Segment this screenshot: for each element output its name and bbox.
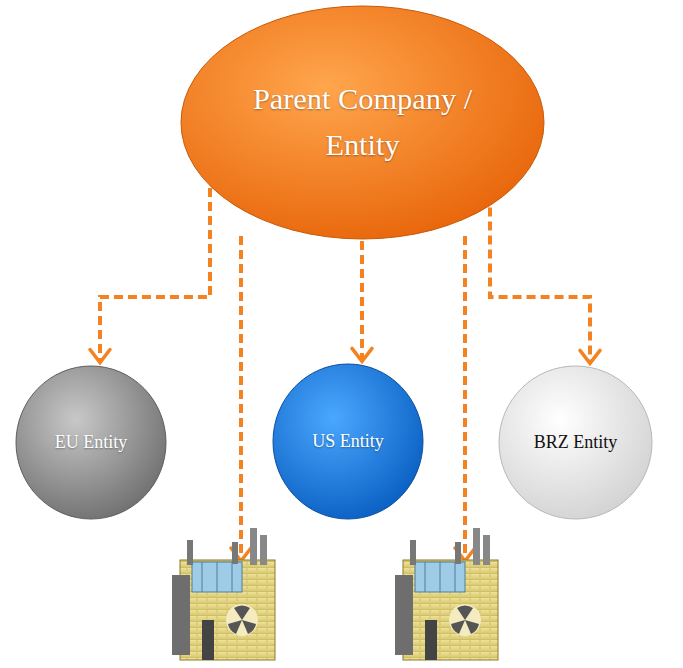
parent-ellipse: Parent Company / Entity: [180, 5, 545, 240]
dashed-connector: [90, 188, 210, 363]
node-label: Parent Company / Entity: [238, 77, 488, 168]
node-label: US Entity: [312, 428, 384, 455]
entity-circle: US Entity: [272, 363, 424, 520]
factory-icon: [172, 528, 275, 660]
ellipse-outline: [180, 5, 545, 240]
factory-icon: [395, 528, 498, 660]
entity-circle: EU Entity: [15, 365, 167, 520]
node-label: BRZ Entity: [534, 429, 618, 456]
node-label: EU Entity: [55, 429, 128, 456]
dashed-connector: [352, 241, 372, 361]
entity-circle: BRZ Entity: [498, 365, 653, 520]
dashed-connector: [490, 208, 600, 364]
